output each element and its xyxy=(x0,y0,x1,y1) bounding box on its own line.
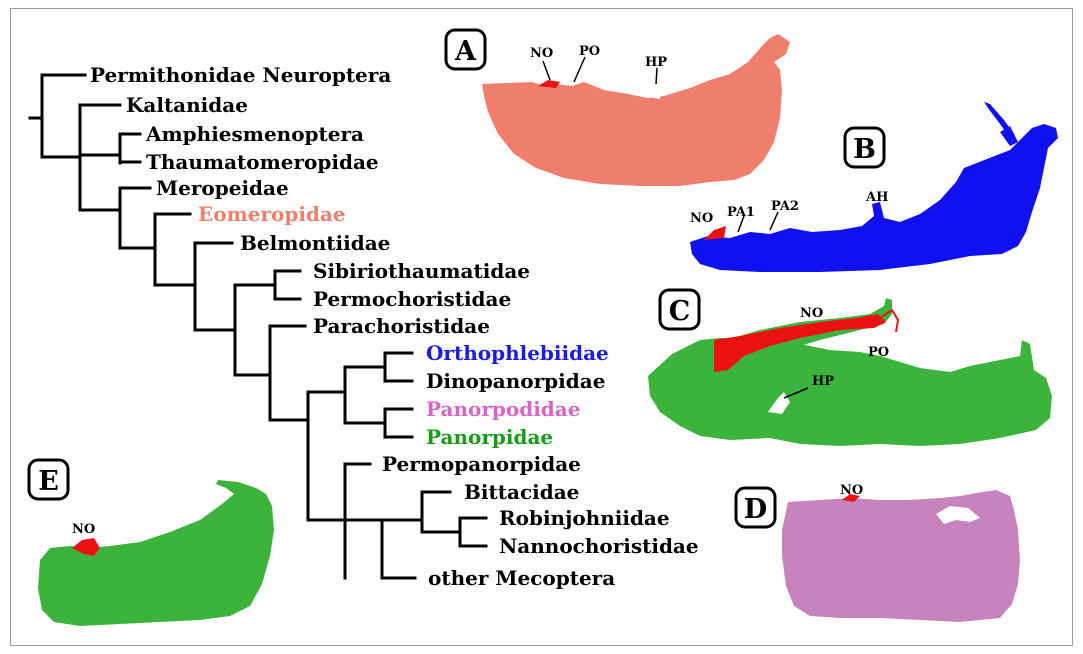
taxon-label: Dinopanorpidae xyxy=(426,369,605,393)
label-b-no: NO xyxy=(690,211,713,226)
taxon-label: Parachoristidae xyxy=(313,314,490,338)
panel-letter-b: B xyxy=(853,134,876,165)
panel-letter-e: E xyxy=(38,466,59,497)
taxon-label: Permopanorpidae xyxy=(382,452,581,476)
panel-letter-c: C xyxy=(669,296,691,327)
specimen-a-silhouette xyxy=(482,34,790,186)
taxon-label: Sibiriothaumatidae xyxy=(313,259,530,283)
taxon-label: Kaltanidae xyxy=(126,93,248,117)
label-c-no: NO xyxy=(800,306,823,321)
taxon-label: Bittacidae xyxy=(464,480,579,504)
panel-letter-d: D xyxy=(744,494,767,525)
label-e-no: NO xyxy=(72,522,95,537)
taxon-label: Permithonidae Neuroptera xyxy=(90,63,391,87)
specimen-b-appendage-2 xyxy=(1000,126,1018,146)
taxon-label: Robinjohniidae xyxy=(499,506,670,530)
pointer-a-no xyxy=(543,61,550,80)
taxon-label: Orthophlebiidae xyxy=(426,341,609,365)
specimen-b-no-structure xyxy=(704,226,726,240)
label-a-hp: HP xyxy=(645,55,667,70)
label-b-ah: AH xyxy=(865,190,888,205)
panel-d: NO D xyxy=(736,483,1020,622)
label-a-po: PO xyxy=(579,44,600,59)
panel-letter-a: A xyxy=(454,36,477,67)
taxon-label: Belmontiidae xyxy=(240,231,390,255)
label-c-hp: HP xyxy=(812,374,834,389)
specimen-d-silhouette xyxy=(782,490,1020,622)
taxon-label: Thaumatomeropidae xyxy=(146,150,379,174)
specimen-e-silhouette xyxy=(38,480,274,626)
label-b-pa2: PA2 xyxy=(771,199,799,214)
pointer-a-hp xyxy=(656,68,657,84)
taxon-label: Amphiesmenoptera xyxy=(145,122,364,146)
taxon-label: Nannochoristidae xyxy=(499,534,699,558)
taxon-label: Permochoristidae xyxy=(313,287,511,311)
taxon-label: Panorpidae xyxy=(426,425,553,449)
taxon-label: Panorpodidae xyxy=(426,397,580,421)
label-b-pa1: PA1 xyxy=(727,205,755,220)
pointer-a-po xyxy=(574,57,585,82)
taxon-label: Eomeropidae xyxy=(198,202,346,226)
taxon-label: other Mecoptera xyxy=(428,566,615,590)
panel-a: NO PO HP A xyxy=(446,30,790,186)
label-a-no: NO xyxy=(530,46,553,61)
taxon-label: Meropeidae xyxy=(156,176,289,200)
panel-e: NO E xyxy=(29,460,274,626)
specimen-c-silhouette xyxy=(648,338,1052,446)
label-c-po: PO xyxy=(868,345,889,360)
panel-c: NO PO HP C xyxy=(648,290,1052,446)
pointer-b-pa2 xyxy=(770,212,778,230)
label-d-no: NO xyxy=(840,483,863,498)
